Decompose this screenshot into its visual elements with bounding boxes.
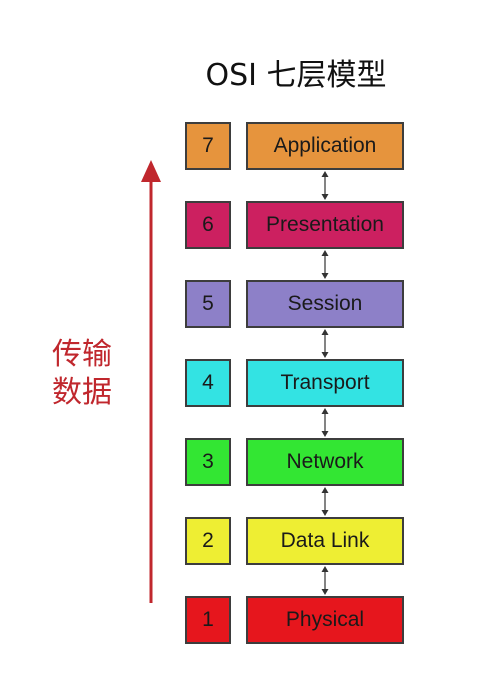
layer-number-box: 3: [185, 438, 231, 486]
double-arrow-icon: [321, 408, 329, 437]
layer-name-box: Application: [246, 122, 404, 170]
layer-number-box: 6: [185, 201, 231, 249]
layer-number-box: 7: [185, 122, 231, 170]
double-arrow-icon: [321, 250, 329, 279]
layer-number-box: 1: [185, 596, 231, 644]
layer-number-box: 2: [185, 517, 231, 565]
transmit-data-label-line2: 数据: [52, 375, 112, 410]
double-arrow-icon: [321, 171, 329, 200]
double-arrow-icon: [321, 487, 329, 516]
layer-name-box: Data Link: [246, 517, 404, 565]
transmit-data-label: 传输 数据: [52, 336, 124, 412]
double-arrow-icon: [321, 329, 329, 358]
transmit-data-label-line1: 传输: [52, 337, 112, 372]
layer-name-box: Transport: [246, 359, 404, 407]
diagram-title: OSI 七层模型: [205, 58, 387, 93]
layer-name-box: Presentation: [246, 201, 404, 249]
layer-name-box: Network: [246, 438, 404, 486]
upward-arrow-icon: [141, 160, 161, 603]
layer-name-box: Physical: [246, 596, 404, 644]
double-arrow-icon: [321, 566, 329, 595]
layer-number-box: 5: [185, 280, 231, 328]
layer-name-box: Session: [246, 280, 404, 328]
layer-number-box: 4: [185, 359, 231, 407]
